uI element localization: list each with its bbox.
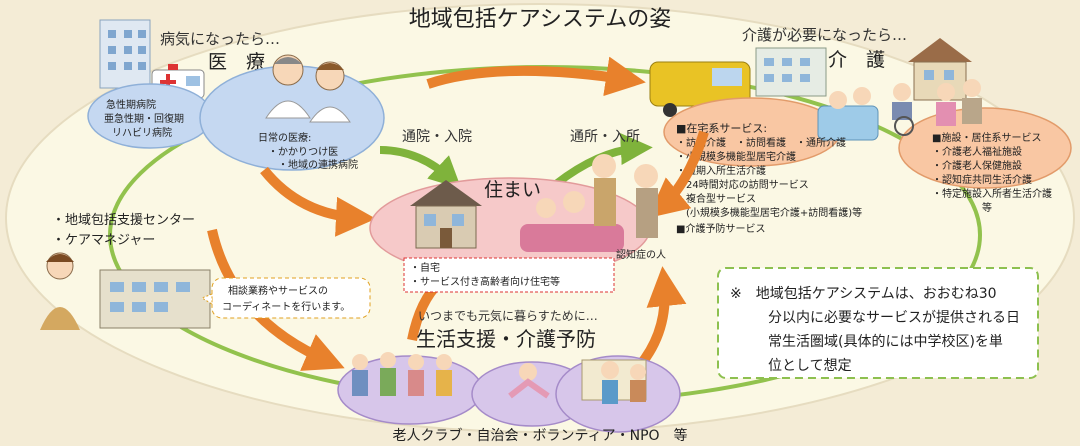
housing-heading: 住まい [484, 179, 541, 201]
home-service-3: ・短期入所生活介護 [676, 164, 766, 177]
care-manager-label: ・ケアマネジャー [52, 233, 155, 248]
support-center-label: ・地域包括支援センター [52, 213, 195, 228]
hospital-item-3: リハビリ病院 [112, 126, 172, 139]
home-services-title: ■在宅系サービス: [676, 121, 767, 135]
home-service-6: (小規模多機能型居宅介護+訪問看護)等 [676, 206, 862, 219]
green-arrow-to-hospital [379, 146, 462, 189]
medical-intro: 病気になったら… [160, 30, 280, 48]
care-intro: 介護が必要になったら… [742, 26, 907, 44]
daily-medical-item-2: ・地域の連携病院 [278, 158, 358, 171]
orange-arrow-medical-to-care [426, 56, 646, 97]
life-heading: 生活支援・介護予防 [416, 327, 596, 351]
flow-label-hospital: 通院・入院 [402, 129, 472, 145]
home-service-4: ・24時間対応の訪問サービス [676, 178, 809, 191]
scope-note-line-3: 常生活圏域(具体的には中学校区)を単 [768, 333, 1003, 350]
hospital-item-1: 急性期病院 [106, 98, 156, 111]
home-service-5: ・複合型サービス [676, 192, 756, 205]
life-intro: いつまでも元気に暮らすために… [418, 308, 598, 323]
home-service-1: ・訪問介護 ・訪問看護 ・通所介護 [676, 136, 846, 149]
facility-service-1: ・介護老人福祉施設 [932, 145, 1022, 158]
facility-service-3: ・認知症共同生活介護 [932, 173, 1032, 186]
facility-service-4: ・特定施設入所者生活介護 [932, 187, 1052, 200]
exercise-person-icon [508, 363, 550, 399]
daily-medical-item-1: ・かかりつけ医 [268, 146, 338, 158]
nurse-icon [309, 61, 351, 123]
wheelchair-icon [892, 83, 914, 136]
scope-note-line-2: 分以内に必要なサービスが提供される日 [768, 310, 1020, 326]
scope-note-line-4: 位として想定 [768, 358, 852, 374]
hospital-item-2: 亜急性期・回復期 [104, 112, 184, 125]
facility-services-title: ■施設・居住系サービス [932, 131, 1041, 144]
home-service-2: ・小規模多機能型居宅介護 [676, 150, 796, 163]
elderly-with-caregiver-icon [936, 79, 982, 126]
hospital-building-icon [99, 19, 151, 89]
community-groups-label: 老人クラブ・自治会・ボランティア・NPO 等 [392, 427, 687, 444]
scope-note-box [717, 267, 1039, 379]
flow-label-facility: 通所・入所 [570, 129, 640, 145]
housing-items-box [403, 257, 615, 293]
scope-note-line-1: ※ 地域包括ケアシステムは、おおむね30 [730, 286, 997, 302]
page-title: 地域包括ケアシステムの姿 [409, 7, 671, 32]
coordination-line-1: 相談業務やサービスの [228, 284, 328, 297]
coordination-line-2: コーディネートを行います。 [222, 300, 350, 313]
doctor-icon [265, 54, 311, 119]
dementia-label: 認知症の人 [616, 248, 666, 261]
support-center-building-icon [99, 269, 211, 329]
facility-service-5: 等 [932, 201, 992, 214]
bathing-care-icon [817, 87, 879, 141]
elderly-club-people-icon [352, 352, 452, 396]
facility-service-2: ・介護老人保健施設 [932, 159, 1022, 172]
care-heading: 介 護 [828, 49, 885, 71]
housing-item-2: ・サービス付き高齢者向け住宅等 [410, 275, 560, 288]
care-facility-building-icon [755, 47, 827, 97]
facility-services-bubble [898, 107, 1072, 189]
care-manager-icon [40, 252, 80, 330]
orange-arrow-from-medical [260, 166, 376, 237]
orange-arrow-from-care [647, 130, 709, 219]
speech-bubble-tail [200, 293, 213, 305]
medical-heading: 医 療 [208, 51, 265, 73]
home-house-icon [410, 180, 482, 249]
prevention-services: ■介護予防サービス [676, 222, 765, 235]
housing-item-1: ・自宅 [410, 261, 440, 274]
daily-medical-title: 日常の医療: [258, 131, 311, 144]
family-sofa-icon [520, 154, 658, 252]
volunteer-helper-icon [581, 359, 647, 404]
